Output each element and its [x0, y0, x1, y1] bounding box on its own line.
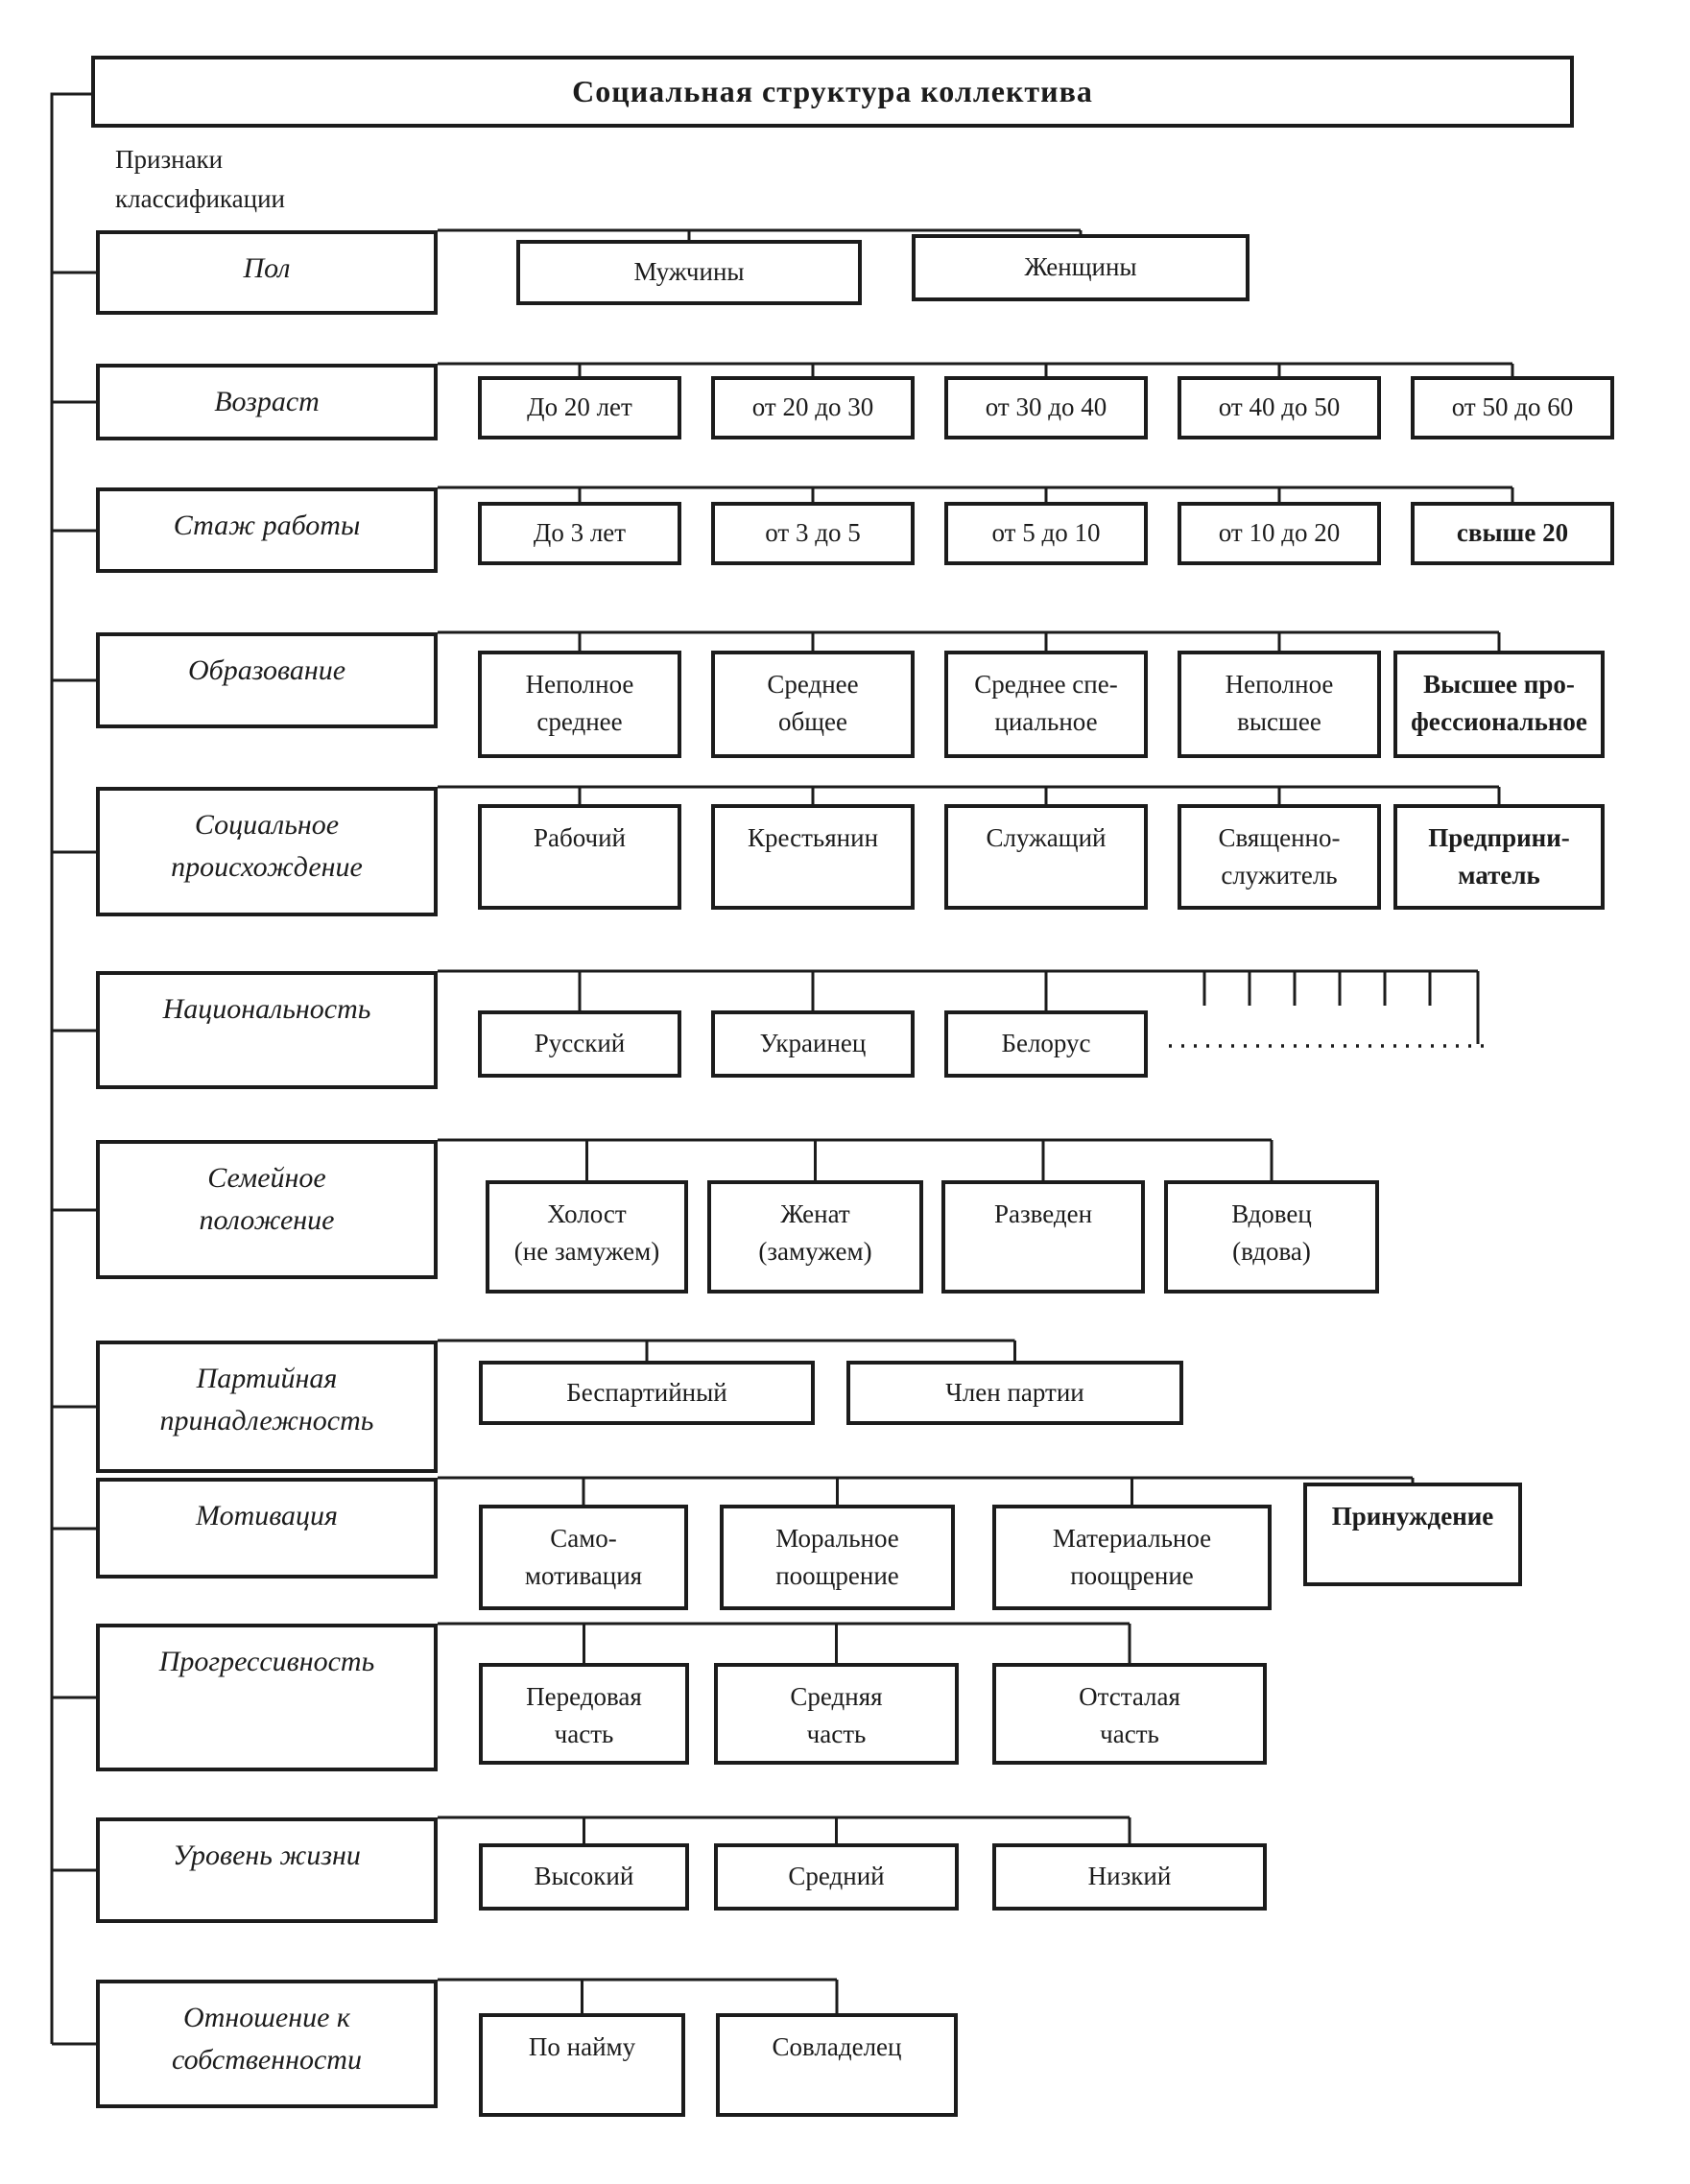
- category-box-education: Образование: [96, 632, 438, 728]
- value-box-education-1: Среднее общее: [711, 651, 915, 758]
- classification-label: Признаки классификации: [115, 145, 285, 213]
- value-box-age-0: До 20 лет: [478, 376, 681, 439]
- value-box-living-standard-1: Средний: [714, 1843, 959, 1911]
- value-box-experience-3: от 10 до 20: [1178, 502, 1381, 565]
- category-box-property: Отношение к собственности: [96, 1980, 438, 2108]
- value-box-motivation-1: Моральное поощрение: [720, 1505, 955, 1610]
- category-box-party: Партийная принадлежность: [96, 1341, 438, 1473]
- value-box-nationality-1: Украинец: [711, 1010, 915, 1078]
- value-box-living-standard-2: Низкий: [992, 1843, 1267, 1911]
- value-box-party-1: Член партии: [846, 1361, 1183, 1425]
- category-box-motivation: Мотивация: [96, 1478, 438, 1579]
- value-box-living-standard-0: Высокий: [479, 1843, 689, 1911]
- value-box-progressiveness-0: Передовая часть: [479, 1663, 689, 1765]
- value-box-origin-0: Рабочий: [478, 804, 681, 910]
- value-box-education-2: Среднее спе- циальное: [944, 651, 1148, 758]
- value-box-nationality-0: Русский: [478, 1010, 681, 1078]
- value-box-experience-0: До 3 лет: [478, 502, 681, 565]
- value-box-experience-1: от 3 до 5: [711, 502, 915, 565]
- category-box-progressiveness: Прогрессивность: [96, 1624, 438, 1771]
- value-box-education-4: Высшее про- фессиональное: [1393, 651, 1605, 758]
- value-box-experience-4: свыше 20: [1411, 502, 1614, 565]
- category-box-gender: Пол: [96, 230, 438, 315]
- value-box-motivation-2: Материальное поощрение: [992, 1505, 1272, 1610]
- value-box-motivation-3: Принуждение: [1303, 1483, 1522, 1586]
- value-box-origin-3: Священно- служитель: [1178, 804, 1381, 910]
- value-box-origin-1: Крестьянин: [711, 804, 915, 910]
- value-box-nationality-2: Белорус: [944, 1010, 1148, 1078]
- value-box-education-3: Неполное высшее: [1178, 651, 1381, 758]
- value-box-age-3: от 40 до 50: [1178, 376, 1381, 439]
- value-box-origin-2: Служащий: [944, 804, 1148, 910]
- value-box-marital-2: Разведен: [941, 1180, 1145, 1294]
- value-box-experience-2: от 5 до 10: [944, 502, 1148, 565]
- value-box-age-2: от 30 до 40: [944, 376, 1148, 439]
- value-box-marital-0: Холост (не замужем): [486, 1180, 688, 1294]
- value-box-party-0: Беспартийный: [479, 1361, 815, 1425]
- value-box-progressiveness-2: Отсталая часть: [992, 1663, 1267, 1765]
- category-box-marital: Семейное положение: [96, 1140, 438, 1279]
- value-box-age-4: от 50 до 60: [1411, 376, 1614, 439]
- diagram-title-box: Социальная структура коллектива: [91, 56, 1574, 128]
- value-box-education-0: Неполное среднее: [478, 651, 681, 758]
- category-box-nationality: Национальность: [96, 971, 438, 1089]
- category-box-age: Возраст: [96, 364, 438, 440]
- value-box-gender-0: Мужчины: [516, 240, 862, 305]
- category-box-origin: Социальное происхождение: [96, 787, 438, 916]
- value-box-origin-4: Предприни- матель: [1393, 804, 1605, 910]
- category-box-living-standard: Уровень жизни: [96, 1817, 438, 1923]
- value-box-marital-1: Женат (замужем): [707, 1180, 923, 1294]
- value-box-age-1: от 20 до 30: [711, 376, 915, 439]
- solid-connector-path: [50, 92, 1514, 2046]
- value-box-motivation-0: Само- мотивация: [479, 1505, 688, 1610]
- category-box-experience: Стаж работы: [96, 487, 438, 573]
- value-box-progressiveness-1: Средняя часть: [714, 1663, 959, 1765]
- value-box-gender-1: Женщины: [912, 234, 1250, 301]
- value-box-marital-3: Вдовец (вдова): [1164, 1180, 1379, 1294]
- value-box-property-0: По найму: [479, 2013, 685, 2117]
- value-box-property-1: Совладелец: [716, 2013, 958, 2117]
